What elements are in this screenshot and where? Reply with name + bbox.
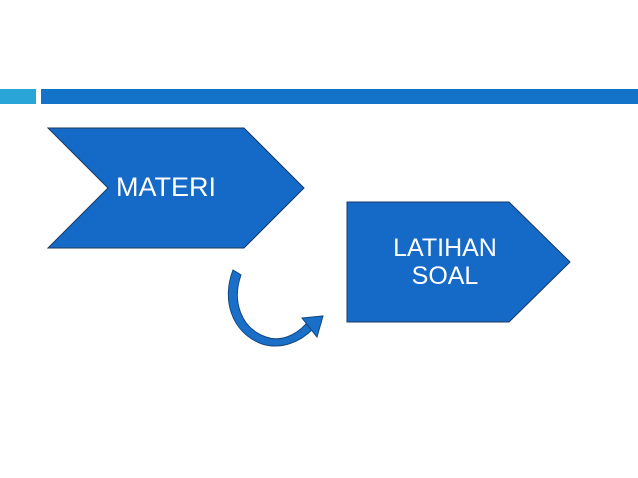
materi-label: MATERI [116, 172, 216, 202]
latihan-soal-pentagon-shape [346, 201, 571, 323]
latihan-soal-label-line-2: SOAL [411, 262, 479, 290]
header-accent-bar-short [0, 89, 36, 104]
latihan-soal-label-line-1: LATIHAN [393, 234, 497, 262]
header-accent-bar-long [41, 89, 638, 104]
curved-arrow-icon [227, 269, 324, 347]
latihan-soal-label: LATIHAN SOAL [380, 234, 510, 290]
materi-chevron-shape [46, 127, 305, 249]
